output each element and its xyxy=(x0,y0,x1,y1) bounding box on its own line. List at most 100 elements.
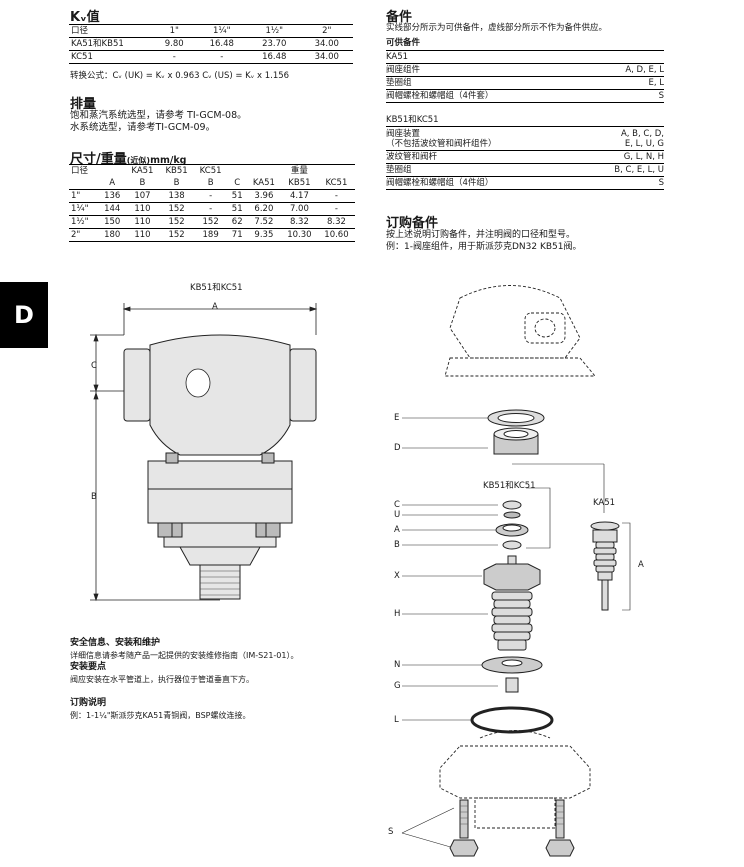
bolt-nut xyxy=(265,522,281,538)
dim-cell: 1¼" xyxy=(69,202,99,216)
outlet-port xyxy=(289,348,317,422)
dim-cell: 189 xyxy=(193,228,228,242)
dim-cell: - xyxy=(317,189,355,203)
part-c xyxy=(502,500,522,510)
dim-cell: 144 xyxy=(99,202,126,216)
dim-cell: 9.35 xyxy=(246,228,281,242)
dim-header-cell: 重量 xyxy=(280,164,318,177)
kv-header-cell: 1¼" xyxy=(195,24,248,38)
spares-kb-row: 阀帽螺栓和螺帽组（4件组）S xyxy=(386,177,664,190)
capacity-title: 排量 xyxy=(70,97,97,112)
dim-label-b: B xyxy=(91,492,97,502)
dim-cell: 2" xyxy=(69,228,99,242)
dim-cell: 6.20 xyxy=(246,202,281,216)
kv-cell: - xyxy=(195,50,248,64)
kv-cell: KA51和KB51 xyxy=(69,37,153,51)
spare-name: 垫圈组 xyxy=(386,165,412,175)
bolt-nut xyxy=(157,522,173,538)
order-title: 订购说明 xyxy=(70,698,107,708)
inlet-port xyxy=(123,348,151,422)
dimensions-table: 口径 KA51 KB51 KC51 重量 A B B B C KA51 KB51… xyxy=(69,164,355,242)
part-label-d: D xyxy=(394,443,401,453)
ka-label-a: A xyxy=(638,560,644,570)
spare-name: 阀座装置 xyxy=(386,129,421,139)
dim-cell: 8.32 xyxy=(280,215,318,229)
dim-cell: 152 xyxy=(193,215,228,229)
threaded-end xyxy=(199,564,241,600)
spares-available-title: 可供备件 xyxy=(386,38,421,48)
dim-cell: 8.32 xyxy=(317,215,355,229)
dim-cell: 7.00 xyxy=(280,202,318,216)
bolt-nut xyxy=(255,522,267,538)
part-label-u: U xyxy=(394,510,401,520)
valve-body-dashed xyxy=(449,285,581,359)
bolt-nut xyxy=(165,452,179,464)
ordering-line-2: 例：1-阀座组件，用于斯派莎克DN32 KB51阀。 xyxy=(386,242,582,252)
ka51-assembly xyxy=(590,521,620,611)
kb-group-caption: KB51和KC51 xyxy=(483,481,536,491)
kv-header-cell: 2" xyxy=(300,24,353,38)
dim-row: 2" 180 110 152 189 71 9.35 10.30 10.60 xyxy=(69,228,355,242)
spare-name: 阀帽螺栓和螺帽组（4件组） xyxy=(386,178,494,188)
spare-code: G, L, N, H xyxy=(623,152,664,162)
dim-header-cell: B xyxy=(159,177,194,190)
ordering-title: 订购备件 xyxy=(386,216,439,231)
dim-cell: 138 xyxy=(159,189,194,203)
dim-cell: - xyxy=(193,189,228,203)
gasket-e-hole xyxy=(497,413,535,423)
kv-formula: 转换公式：Cᵥ (UK) = Kᵥ x 0.963 Cᵥ (US) = Kᵥ x… xyxy=(70,71,290,81)
dim-cell: 150 xyxy=(99,215,126,229)
dim-row: 1" 136 107 138 - 51 3.96 4.17 - xyxy=(69,189,355,203)
part-g xyxy=(505,677,519,693)
spares-kb-row: 垫圈组 B, C, E, L, U xyxy=(386,164,664,177)
dim-header-cell: 口径 xyxy=(69,164,99,177)
dim-cell: 51 xyxy=(227,202,247,216)
spare-code: B, C, E, L, U xyxy=(614,165,664,175)
spares-ka51-row: 阀帽螺栓和螺帽组（4件套）S xyxy=(386,90,664,103)
dim-cell: 152 xyxy=(159,202,194,216)
kv-cell: 16.48 xyxy=(195,37,248,51)
kv-title: Kᵥ值 xyxy=(70,10,100,25)
dim-label-a: A xyxy=(212,302,218,312)
kv-header-row: 口径 1" 1¼" 1½" 2" xyxy=(69,24,353,38)
part-b xyxy=(502,540,522,550)
install-title: 安装要点 xyxy=(70,662,107,672)
part-label-a: A xyxy=(394,525,400,535)
dim-cell: 110 xyxy=(125,228,160,242)
part-u xyxy=(503,511,521,519)
kv-cell: 9.80 xyxy=(153,37,196,51)
dim-cell: 10.60 xyxy=(317,228,355,242)
arrow-icon xyxy=(93,593,99,602)
spares-intro: 实线部分所示为可供备件，虚线部分所示不作为备件供应。 xyxy=(386,23,608,33)
bolt-nut xyxy=(261,452,275,464)
capacity-line-1: 饱和蒸汽系统选型，请参考 TI-GCM-08。 xyxy=(70,110,247,121)
spare-code: E, L xyxy=(648,78,664,88)
arrow-icon xyxy=(93,333,99,342)
spares-kb-row: 阀座装置（不包括波纹管和阀杆组件） A, B, C, D,E, L, U, G xyxy=(386,127,664,151)
bolt-nut xyxy=(171,522,183,538)
dim-header-cell: KB51 xyxy=(159,164,194,177)
dim-header-cell: KB51 xyxy=(280,177,318,190)
safety-line: 详细信息请参考随产品一起提供的安装维修指南（IM-S21-01）。 xyxy=(70,651,299,660)
kv-cell: 23.70 xyxy=(247,37,301,51)
spares-kb-block: KB51和KC51 阀座装置（不包括波纹管和阀杆组件） A, B, C, D,E… xyxy=(386,114,664,190)
gasket-l xyxy=(470,706,554,734)
ordering-line-1: 按上述说明订购备件，并注明阀的口径和型号。 xyxy=(386,230,576,240)
part-label-x: X xyxy=(394,571,400,581)
arrow-icon xyxy=(122,306,131,312)
spare-code: A, D, E, L xyxy=(625,65,664,75)
spares-ka51-title: KA51 xyxy=(386,51,664,64)
spare-code: A, B, C, D, xyxy=(620,129,664,139)
drawing-caption: KB51和KC51 xyxy=(190,283,243,293)
order-line: 例：1-1¼"斯派莎克KA51青铜阀，BSP螺纹连接。 xyxy=(70,711,251,720)
dim-cell: 110 xyxy=(125,215,160,229)
dim-cell: - xyxy=(193,202,228,216)
dim-header-row-1: 口径 KA51 KB51 KC51 重量 xyxy=(69,164,355,177)
spare-code: E, L, U, G xyxy=(624,139,664,149)
lower-flange-dashed xyxy=(439,745,591,799)
dim-header-cell: KA51 xyxy=(125,164,160,177)
valve-body xyxy=(149,334,291,456)
